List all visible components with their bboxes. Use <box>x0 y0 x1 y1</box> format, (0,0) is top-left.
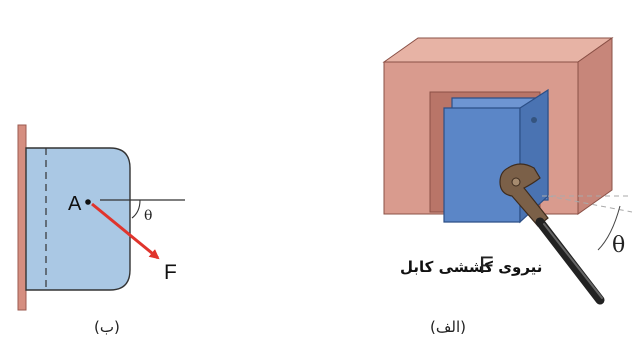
bracket-plate <box>25 147 131 291</box>
angle-arc <box>131 199 141 219</box>
wall-strip <box>17 124 27 311</box>
caption-figure-b: (ب) <box>94 318 120 336</box>
bracket-bolt-top <box>531 117 537 123</box>
force-f-label-a: F <box>479 252 494 279</box>
bracket-front-plate <box>443 107 521 223</box>
point-a-dot <box>85 199 91 205</box>
angle-theta-label-a: θ <box>612 233 625 258</box>
force-caption-label: نیروی کششی کابل <box>400 258 543 276</box>
force-f-label-b: F <box>164 261 177 284</box>
cable-highlight <box>543 223 603 299</box>
clevis-fitting <box>499 163 549 227</box>
point-a-label: A <box>68 193 82 215</box>
cable <box>535 217 605 305</box>
force-arrow-b <box>91 202 160 260</box>
angle-arc-a <box>597 205 621 251</box>
caption-figure-a: (الف) <box>430 318 466 336</box>
clevis-pin <box>511 177 521 187</box>
figure-b: A θ F <box>17 124 185 311</box>
wall-top-face <box>382 37 614 63</box>
wall-side-face <box>577 37 613 215</box>
figure-a: θ <box>382 37 633 305</box>
angle-theta-label-b: θ <box>144 208 152 224</box>
